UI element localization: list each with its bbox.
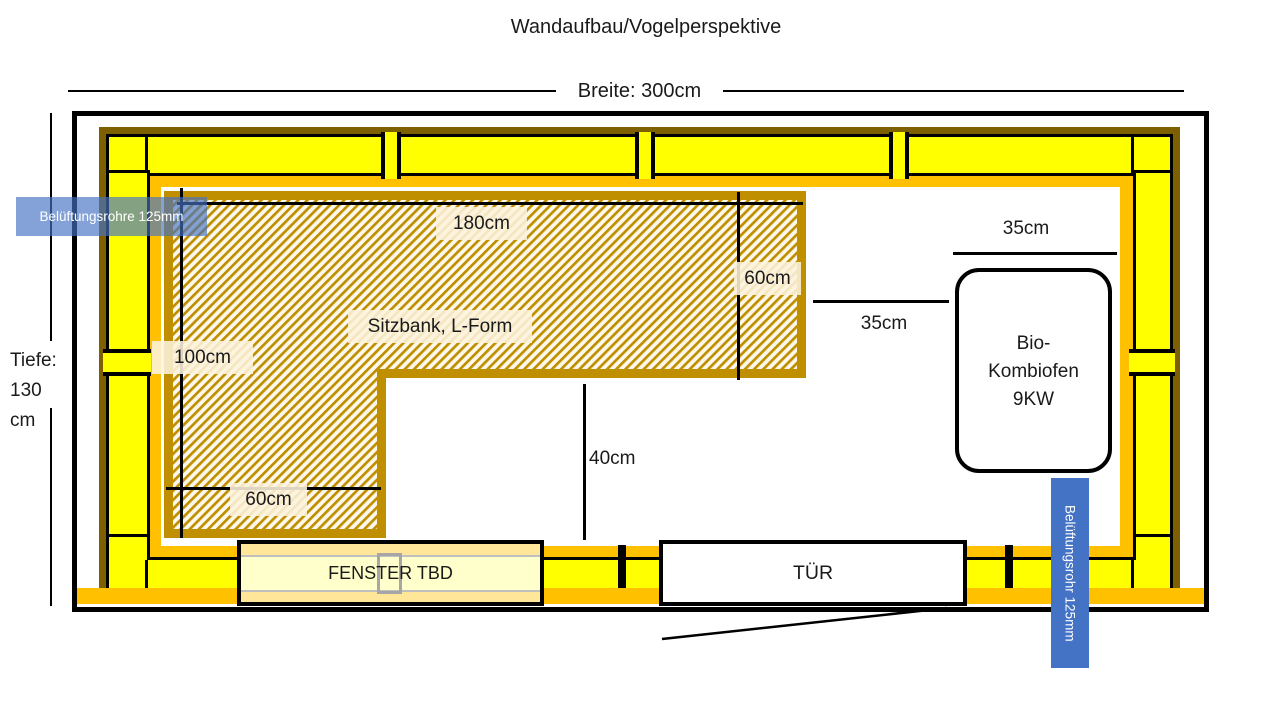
stud-top-wall-2 xyxy=(635,132,655,179)
label-bench-bottom: 60cm xyxy=(230,483,307,516)
stud-top-wall-1 xyxy=(381,132,401,179)
stud-top-wall-3 xyxy=(889,132,909,179)
dim-line-aisle xyxy=(583,384,586,540)
label-aisle: 40cm xyxy=(589,448,636,469)
dim-line-bench-top xyxy=(177,202,803,205)
label-stove-width: 35cm xyxy=(1002,218,1050,239)
label-bench-right: 60cm xyxy=(734,262,801,295)
corner-joint-bottom-left-h xyxy=(106,534,150,537)
window-mullion xyxy=(377,553,402,594)
breite-dimension-line-left xyxy=(68,90,556,92)
corner-joint-bottom-left-v xyxy=(145,560,148,588)
tiefe-label-line2: 130 xyxy=(10,380,42,401)
stove-label-line2: Kombiofen xyxy=(988,361,1079,382)
stove: Bio- Kombiofen 9KW xyxy=(955,268,1112,473)
door-swing-line xyxy=(661,606,948,641)
corner-joint-top-left-h xyxy=(106,170,150,173)
stud-right-wall xyxy=(1129,349,1175,376)
vent-pipe-label-bottom-right: Belüftungsrohr 125mm xyxy=(1051,478,1089,668)
vent-pipe-label-top-left: Belüftungsrohre 125mm xyxy=(16,197,207,236)
breite-dimension-line-right xyxy=(723,90,1184,92)
window-glass-band xyxy=(241,555,540,592)
door: TÜR xyxy=(659,540,967,606)
label-bench-left: 100cm xyxy=(152,341,253,374)
stud-bottom-wall-right xyxy=(1005,545,1013,588)
label-stove-clearance: 35cm xyxy=(860,313,908,334)
corner-joint-top-right-v xyxy=(1131,134,1134,173)
stud-left-wall xyxy=(103,349,151,376)
label-bench-top: 180cm xyxy=(436,207,527,240)
breite-dimension-label: Breite: 300cm xyxy=(577,79,702,102)
tiefe-label-line3: cm xyxy=(10,410,36,431)
stud-bottom-wall-mid xyxy=(618,545,626,588)
tiefe-dimension-line-lower xyxy=(50,408,52,606)
label-bench-name: Sitzbank, L-Form xyxy=(348,310,532,343)
window: FENSTER TBD xyxy=(237,540,544,606)
tiefe-label-line1: Tiefe: xyxy=(10,350,57,371)
dim-line-stove-width xyxy=(953,252,1117,255)
stove-label-line1: Bio- xyxy=(1016,333,1051,354)
diagram-title: Wandaufbau/Vogelperspektive xyxy=(510,15,782,38)
corner-joint-bottom-right-v xyxy=(1131,560,1134,588)
corner-joint-top-right-h xyxy=(1133,170,1173,173)
dim-line-stove-clearance xyxy=(813,300,949,303)
stove-label-line3: 9KW xyxy=(1012,389,1055,410)
corner-joint-top-left-v xyxy=(145,134,148,173)
corner-joint-bottom-right-h xyxy=(1133,534,1173,537)
window-label: FENSTER TBD xyxy=(328,562,453,583)
